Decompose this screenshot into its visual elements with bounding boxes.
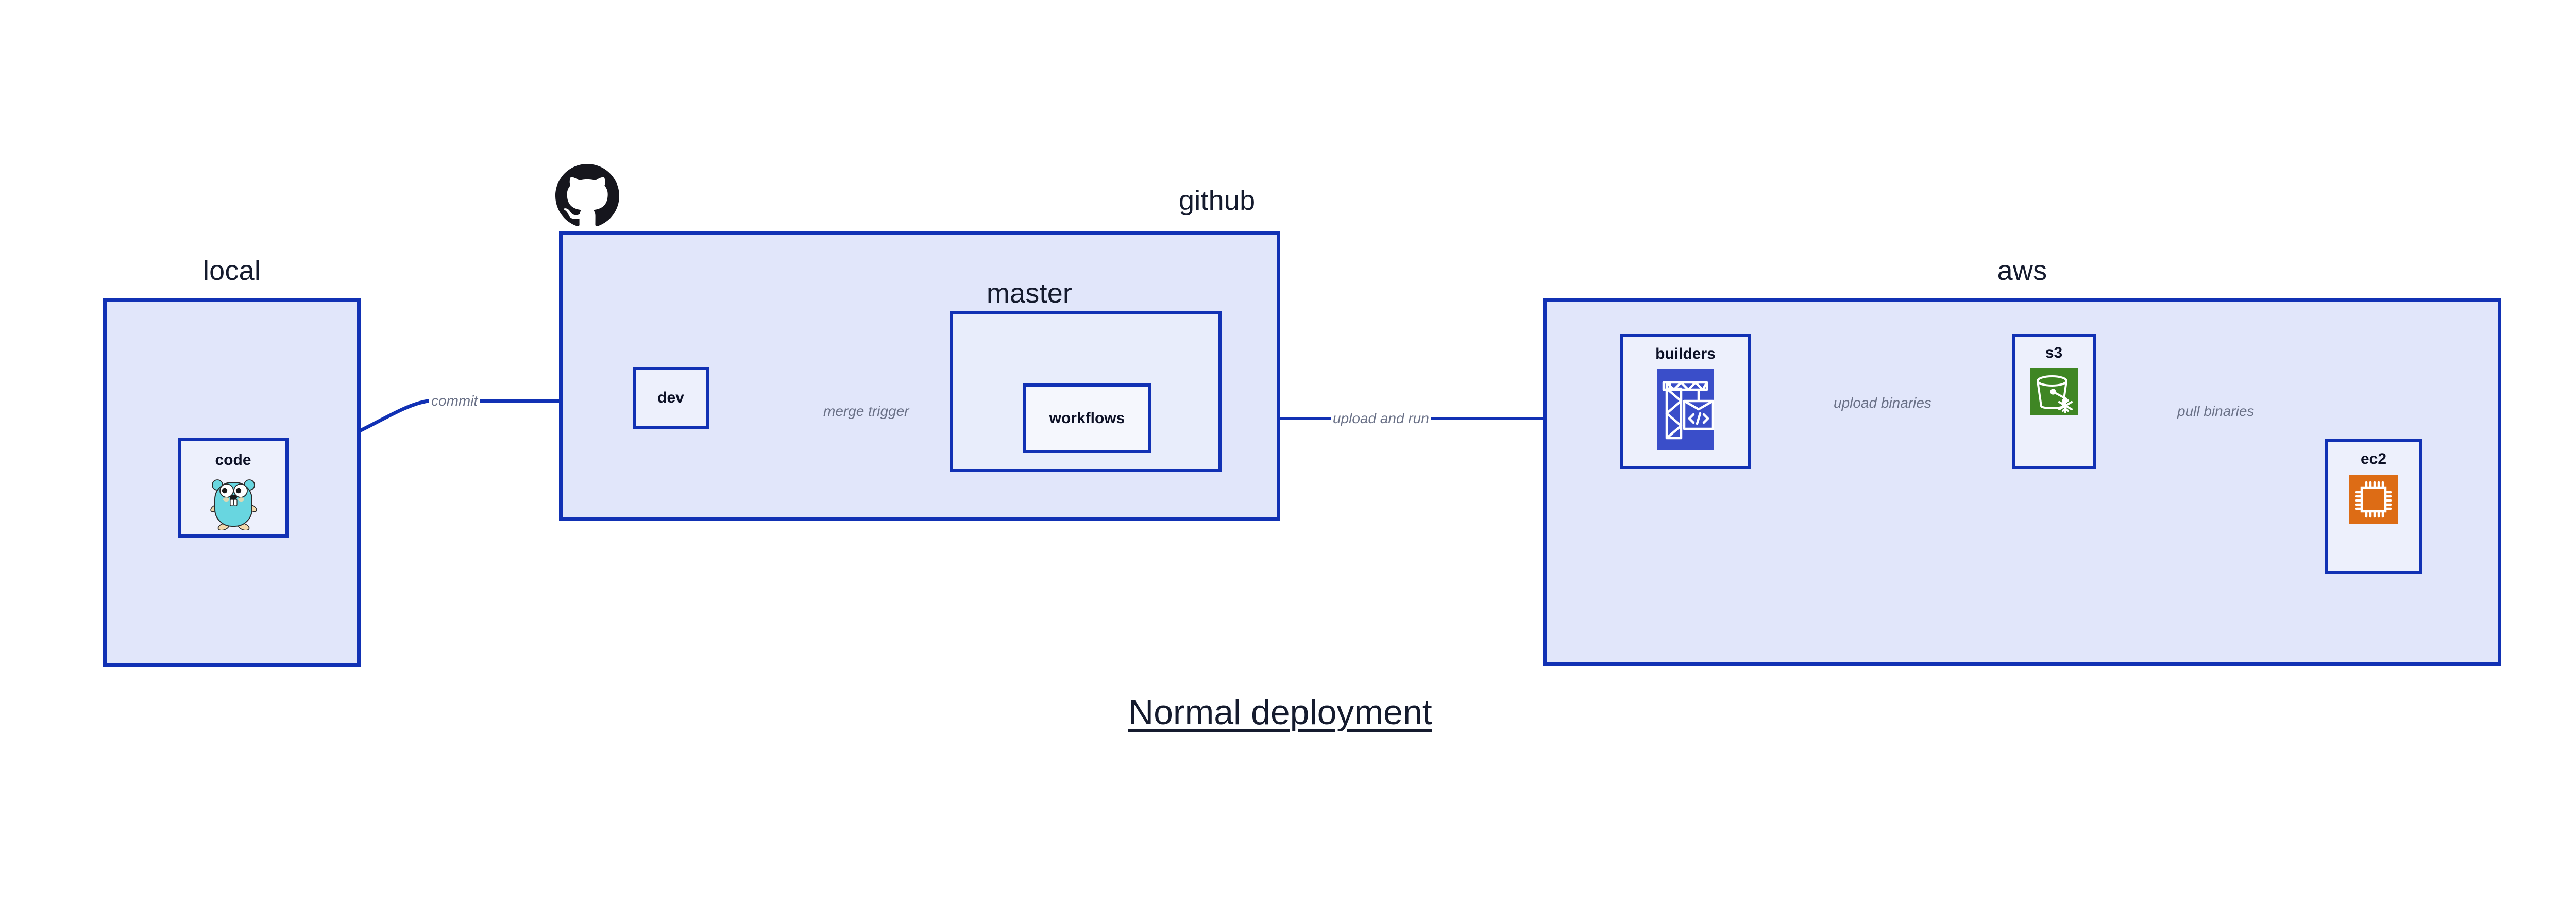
container-label-master: master bbox=[986, 278, 1073, 309]
s3-bucket-icon bbox=[2030, 368, 2078, 418]
edge-label-upload-binaries: upload binaries bbox=[1832, 396, 1934, 410]
edge-label-commit: commit bbox=[429, 394, 480, 408]
node-code[interactable]: code bbox=[178, 438, 289, 538]
node-label-builders: builders bbox=[1655, 345, 1716, 362]
node-s3[interactable]: s3 bbox=[2012, 334, 2096, 469]
node-label-code: code bbox=[215, 452, 251, 469]
node-dev[interactable]: dev bbox=[633, 367, 709, 429]
node-ec2[interactable]: ec2 bbox=[2325, 439, 2422, 574]
edge-label-pull-binaries: pull binaries bbox=[2175, 404, 2257, 419]
container-label-github: github bbox=[1179, 185, 1256, 216]
diagram-title: Normal deployment bbox=[1128, 693, 1432, 732]
node-label-s3: s3 bbox=[2045, 344, 2063, 361]
github-octocat-logo bbox=[555, 164, 619, 230]
edge-label-merge-trigger: merge trigger bbox=[821, 404, 911, 419]
go-gopher-icon bbox=[210, 476, 257, 532]
container-label-aws: aws bbox=[1997, 255, 2047, 286]
edge-label-upload-and-run: upload and run bbox=[1331, 411, 1431, 426]
cpu-chip-icon bbox=[2349, 475, 2398, 526]
node-label-ec2: ec2 bbox=[2360, 450, 2387, 467]
node-builders[interactable]: builders bbox=[1620, 334, 1751, 469]
node-label-workflows: workflows bbox=[1049, 409, 1125, 427]
crane-code-icon bbox=[1657, 369, 1714, 453]
node-workflows[interactable]: workflows bbox=[1023, 383, 1151, 453]
container-label-local: local bbox=[202, 255, 261, 286]
node-label-dev: dev bbox=[657, 389, 684, 406]
